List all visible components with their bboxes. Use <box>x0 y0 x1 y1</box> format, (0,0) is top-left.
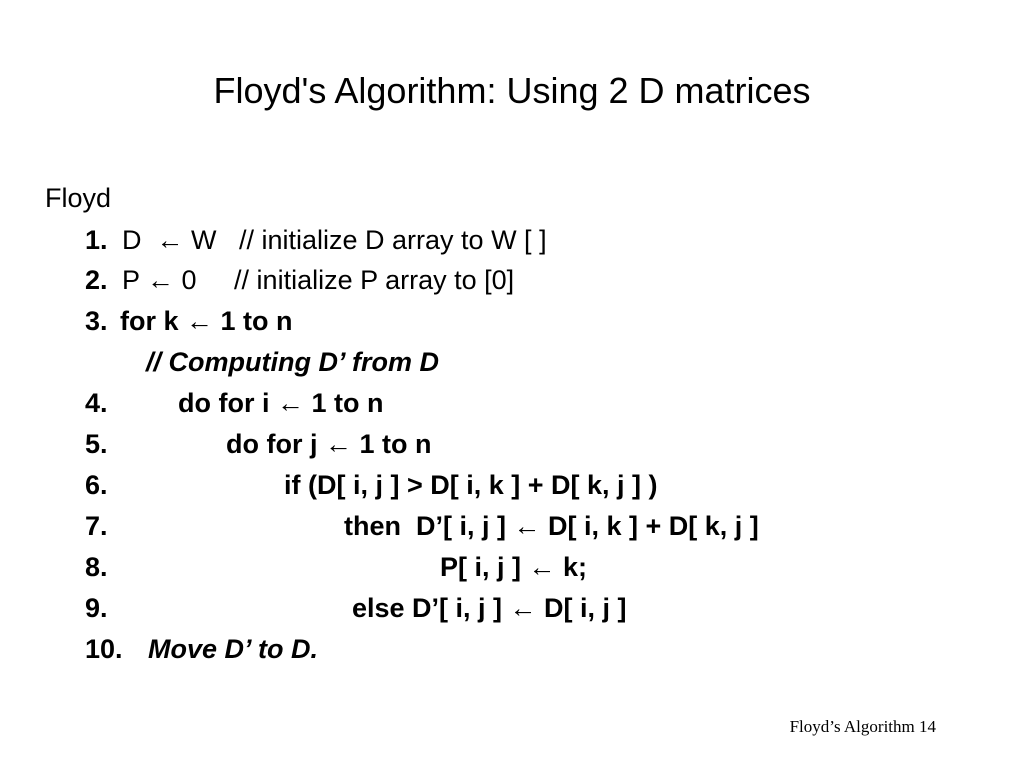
code-line: Move D’ to D. <box>148 634 319 664</box>
line-number: 4. <box>85 388 108 418</box>
code-comment: // Computing D’ from D <box>146 347 439 377</box>
line-number: 3. <box>85 306 116 336</box>
line-number: 9. <box>85 593 108 623</box>
line-number: 5. <box>85 429 108 459</box>
code-line: then D’[ i, j ] ← D[ i, k ] + D[ k, j ] <box>344 511 759 541</box>
slide-title: Floyd's Algorithm: Using 2 D matrices <box>213 70 811 111</box>
slide-footer: Floyd’s Algorithm 14 <box>789 717 936 736</box>
line-number: 10. <box>85 634 123 664</box>
code-line: D ← W // initialize D array to W [ ] <box>122 225 547 255</box>
code-line: else D’[ i, j ] ← D[ i, j ] <box>352 593 627 623</box>
line-number: 1. <box>85 225 116 255</box>
code-line: P[ i, j ] ← k; <box>440 552 588 582</box>
line-number: 8. <box>85 552 108 582</box>
line-number: 7. <box>85 511 108 541</box>
algorithm-name: Floyd <box>45 183 112 213</box>
code-line: P ← 0 // initialize P array to [0] <box>122 265 515 295</box>
code-line: do for j ← 1 to n <box>226 429 432 459</box>
code-line: for k ← 1 to n <box>120 306 293 336</box>
code-line: do for i ← 1 to n <box>178 388 384 418</box>
line-number: 6. <box>85 470 108 500</box>
code-line: if (D[ i, j ] > D[ i, k ] + D[ k, j ] ) <box>284 470 658 500</box>
line-number: 2. <box>85 265 108 295</box>
